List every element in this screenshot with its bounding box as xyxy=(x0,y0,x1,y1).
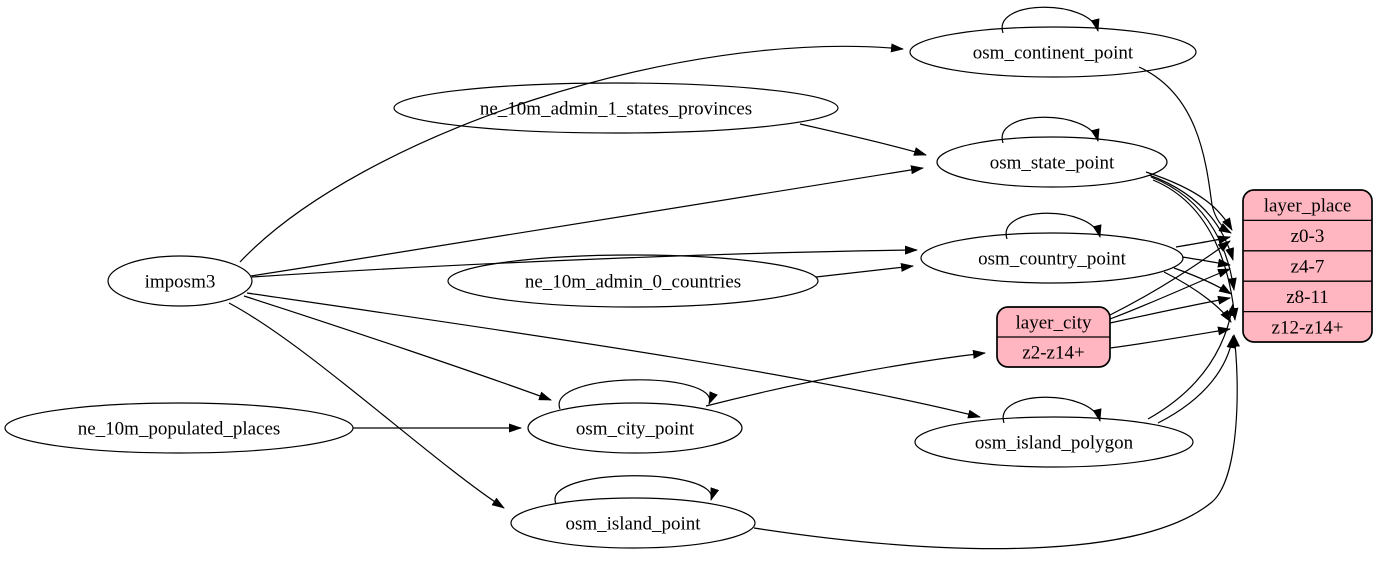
node-ellipse-osm_island_point xyxy=(510,497,756,549)
edge-ne_10m_admin_1_states_provinces-to-osm_state_point xyxy=(799,123,927,156)
node-label-osm_state_point: osm_state_point xyxy=(990,153,1115,174)
record-row-layer_place-z8-11: z8-11 xyxy=(1286,287,1329,308)
node-osm_city_point: osm_city_point xyxy=(527,402,743,454)
node-ellipse-osm_state_point xyxy=(936,136,1168,188)
edge-osm_state_point-to-layer_place-z8-11 xyxy=(1150,176,1237,291)
edge-layer_city-to-layer_place-z4-7 xyxy=(1109,268,1231,320)
node-label-osm_continent_point: osm_continent_point xyxy=(973,43,1134,64)
edge-layer_city-to-layer_place-z0-3 xyxy=(1109,240,1231,316)
node-osm_continent_point: osm_continent_point xyxy=(909,26,1197,78)
edge-ne_10m_admin_0_countries-to-osm_country_point xyxy=(815,262,914,278)
edge-layer_city-to-layer_place-z12-z14+ xyxy=(1109,326,1231,349)
node-ne_10m_admin_1_states_provinces: ne_10m_admin_1_states_provinces xyxy=(393,82,839,134)
edges-layer xyxy=(228,6,1240,550)
edge-imposm3-to-osm_island_polygon xyxy=(246,292,981,419)
node-label-ne_10m_populated_places: ne_10m_populated_places xyxy=(78,419,281,440)
edge-osm_country_point-to-osm_country_point xyxy=(1005,212,1102,240)
node-label-osm_city_point: osm_city_point xyxy=(576,419,695,440)
node-imposm3: imposm3 xyxy=(107,255,253,307)
record-row-layer_place-z12-z14+: z12-z14+ xyxy=(1272,317,1344,338)
edge-imposm3-to-osm_continent_point xyxy=(239,43,904,263)
edge-osm_country_point-to-layer_place-z12-z14+ xyxy=(1163,271,1232,323)
node-ne_10m_admin_0_countries: ne_10m_admin_0_countries xyxy=(447,254,819,308)
edge-osm_state_point-to-osm_state_point xyxy=(1001,116,1100,144)
node-ellipse-osm_country_point xyxy=(920,232,1184,284)
node-label-ne_10m_admin_0_countries: ne_10m_admin_0_countries xyxy=(525,272,741,293)
edge-osm_island_point-to-layer_place-z12-z14+ xyxy=(753,334,1240,550)
node-label-imposm3: imposm3 xyxy=(145,272,216,293)
node-ellipse-osm_city_point xyxy=(527,402,743,454)
node-ellipse-imposm3 xyxy=(107,255,253,307)
edge-osm_island_polygon-to-osm_island_polygon xyxy=(1002,396,1102,424)
node-label-osm_island_polygon: osm_island_polygon xyxy=(975,433,1134,454)
edge-imposm3-to-osm_state_point xyxy=(250,165,924,277)
node-ellipse-ne_10m_admin_1_states_provinces xyxy=(393,82,839,134)
edge-osm_island_polygon-to-layer_place-z12-z14+ xyxy=(1157,335,1236,424)
record-box-layer_place xyxy=(1242,189,1373,343)
node-label-osm_country_point: osm_country_point xyxy=(978,249,1126,270)
node-label-ne_10m_admin_1_states_provinces: ne_10m_admin_1_states_provinces xyxy=(480,99,752,120)
record-layer_place: layer_place z0-3 z4-7 z8-11 z12-z14+ xyxy=(1242,189,1373,343)
nodes-layer: imposm3 ne_10m_admin_1_states_provincesne… xyxy=(4,26,1373,549)
edge-osm_island_point-to-osm_island_point xyxy=(554,475,720,505)
node-osm_island_polygon: osm_island_polygon xyxy=(914,416,1194,468)
edge-imposm3-to-osm_city_point xyxy=(243,295,552,401)
record-layer_city: layer_city z2-z14+ xyxy=(996,306,1111,368)
record-title-layer_city: layer_city xyxy=(1016,313,1092,334)
node-ellipse-osm_continent_point xyxy=(909,26,1197,78)
record-row-layer_place-z4-7: z4-7 xyxy=(1291,257,1325,278)
edge-imposm3-to-osm_country_point xyxy=(251,245,918,278)
node-osm_island_point: osm_island_point xyxy=(510,497,756,549)
edge-osm_country_point-to-layer_place-z8-11 xyxy=(1173,267,1232,295)
edge-osm_city_point-to-osm_city_point xyxy=(558,379,718,410)
edge-osm_state_point-to-layer_place-z0-3 xyxy=(1145,171,1233,231)
edge-osm_country_point-to-layer_place-z4-7 xyxy=(1181,256,1231,268)
edge-imposm3-to-osm_island_point xyxy=(228,302,505,509)
record-title-layer_place: layer_place xyxy=(1264,196,1352,217)
edge-layer_city-to-layer_place-z8-11 xyxy=(1109,295,1231,324)
record-row-layer_place-z0-3: z0-3 xyxy=(1291,226,1325,247)
node-osm_state_point: osm_state_point xyxy=(936,136,1168,188)
edge-osm_continent_point-to-osm_continent_point xyxy=(1001,6,1100,34)
edge-osm_island_polygon-to-layer_place-z8-11 xyxy=(1147,303,1236,420)
node-ne_10m_populated_places: ne_10m_populated_places xyxy=(4,402,354,454)
node-ellipse-osm_island_polygon xyxy=(914,416,1194,468)
record-row-layer_city-z2-z14+: z2-z14+ xyxy=(1022,343,1084,364)
node-label-osm_island_point: osm_island_point xyxy=(565,514,701,535)
node-ellipse-ne_10m_admin_0_countries xyxy=(447,254,819,308)
edge-osm_country_point-to-layer_place-z0-3 xyxy=(1175,235,1231,248)
node-osm_country_point: osm_country_point xyxy=(920,232,1184,284)
edge-osm_city_point-to-layer_city-z2-z14+ xyxy=(705,349,986,407)
